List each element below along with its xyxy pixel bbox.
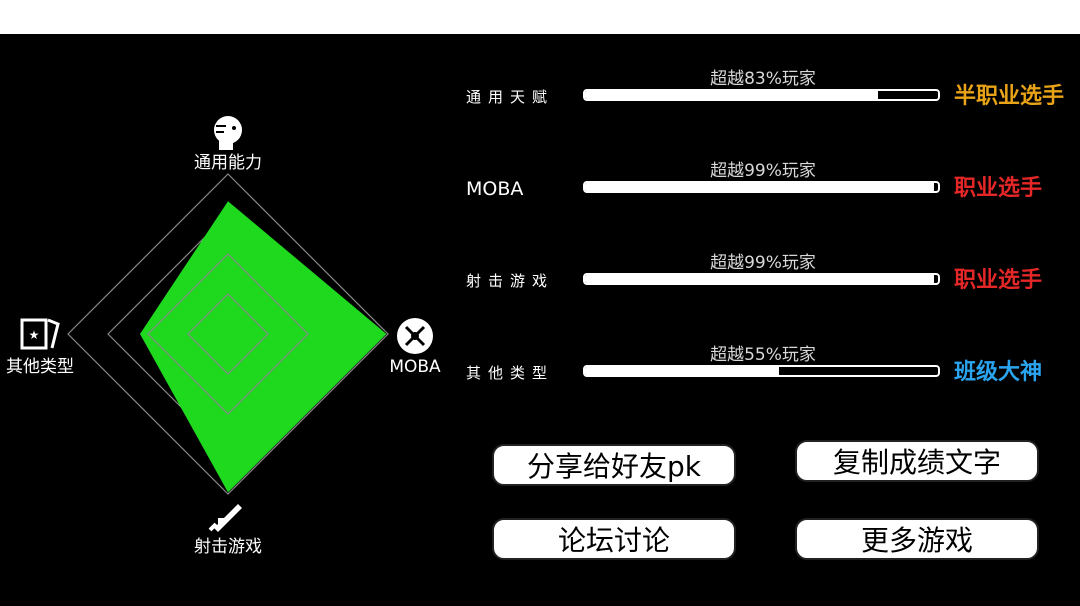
card-icon: ★ — [20, 318, 60, 350]
top-bar — [0, 0, 1080, 34]
stat-progress-bar — [583, 181, 940, 193]
stat-rank: 职业选手 — [954, 268, 1043, 293]
axis-label-other: 其他类型 — [6, 357, 74, 377]
radar-ring — [147, 253, 309, 415]
share-pk-button[interactable]: 分享给好友pk — [492, 444, 736, 486]
stat-row-general: 通用天赋 超越83%玩家 半职业选手 — [466, 64, 1066, 124]
stat-row-moba: MOBA 超越99%玩家 职业选手 — [466, 156, 1066, 216]
forum-button[interactable]: 论坛讨论 — [492, 518, 736, 560]
stat-percent: 超越55%玩家 — [710, 345, 816, 365]
radar-chart: 通用能力 MOBA 射击游戏 ★ 其他类型 — [6, 116, 441, 557]
stat-row-other: 其他类型 超越55%玩家 班级大神 — [466, 340, 1066, 400]
stat-label: 通用天赋 — [466, 88, 555, 106]
stat-progress-bar — [583, 365, 940, 377]
rifle-icon — [208, 504, 242, 532]
more-games-button[interactable]: 更多游戏 — [795, 518, 1039, 560]
stat-progress-bar — [583, 273, 940, 285]
radar-inner-grid — [147, 253, 309, 415]
svg-text:★: ★ — [29, 328, 40, 342]
stat-percent: 超越99%玩家 — [710, 253, 816, 273]
radar-area — [140, 201, 387, 493]
result-panel: 通用能力 MOBA 射击游戏 ★ 其他类型 通用天赋 超越83%玩家 半职业选手 — [0, 34, 1080, 606]
stat-rank: 半职业选手 — [954, 84, 1065, 109]
stat-label: MOBA — [466, 178, 524, 200]
head-icon — [214, 116, 242, 150]
stat-progress-bar — [583, 89, 940, 101]
stat-percent: 超越99%玩家 — [710, 161, 816, 181]
stat-percent: 超越83%玩家 — [710, 69, 816, 89]
stat-label: 其他类型 — [466, 364, 555, 382]
radar-ring — [187, 293, 269, 375]
radar-ring-outer — [67, 173, 389, 495]
axis-label-general: 通用能力 — [194, 153, 262, 173]
copy-result-button[interactable]: 复制成绩文字 — [795, 440, 1039, 482]
stat-label: 射击游戏 — [466, 272, 555, 290]
stat-rank: 班级大神 — [954, 360, 1043, 385]
stat-row-shooter: 射击游戏 超越99%玩家 职业选手 — [466, 248, 1066, 308]
axis-label-moba: MOBA — [389, 357, 441, 377]
axis-label-shooter: 射击游戏 — [194, 537, 262, 557]
stat-rank: 职业选手 — [954, 176, 1043, 201]
moba-icon — [397, 318, 433, 354]
